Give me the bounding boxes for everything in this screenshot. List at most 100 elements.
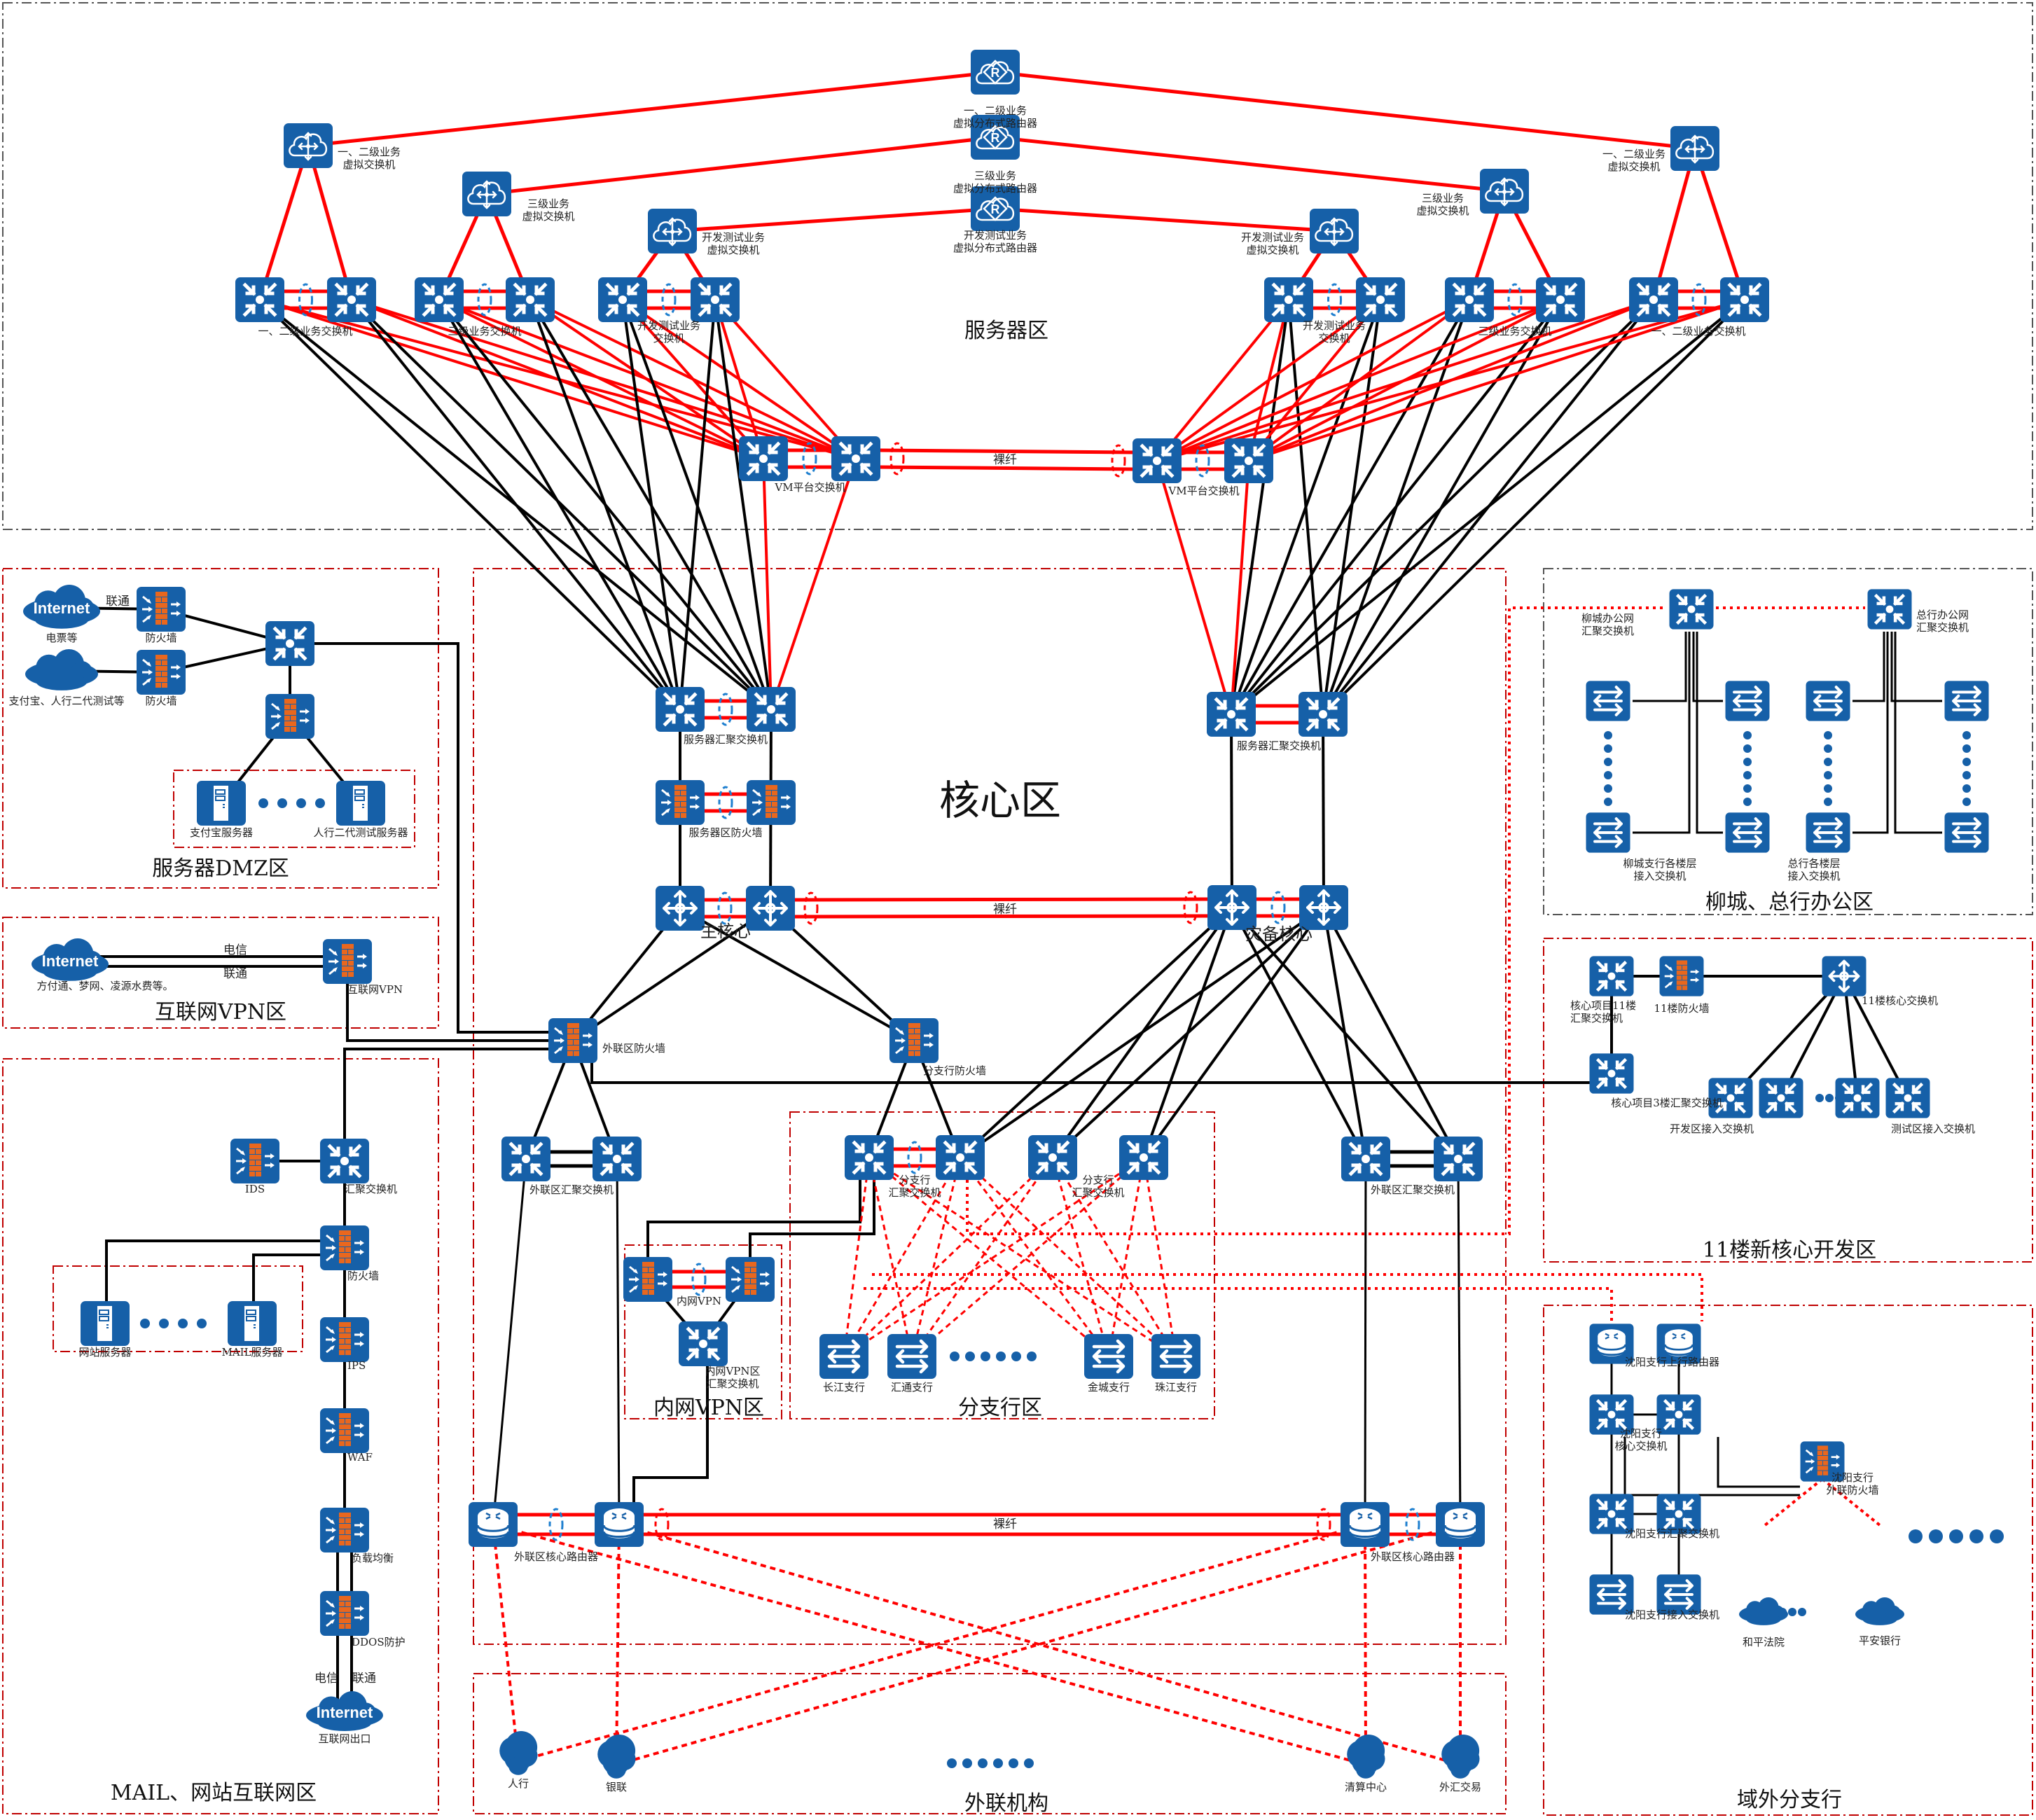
branch-link: [1142, 1157, 1177, 1357]
aggregation-switch-icon[interactable]: [1629, 277, 1678, 322]
aggregation-switch-icon[interactable]: [1720, 277, 1769, 322]
aggregation-switch-icon[interactable]: [1657, 1394, 1701, 1435]
aggregation-switch-icon[interactable]: [598, 277, 647, 322]
aggregation-switch-icon[interactable]: [327, 277, 376, 322]
core-router-icon[interactable]: [746, 886, 795, 931]
firewall-icon[interactable]: [747, 780, 796, 825]
aggregation-switch-icon[interactable]: [1670, 589, 1714, 630]
aggregation-switch-icon[interactable]: [1590, 956, 1634, 996]
firewall-icon[interactable]: [656, 780, 705, 825]
aggregation-switch-icon[interactable]: [1207, 692, 1256, 737]
access-switch-icon[interactable]: [1806, 681, 1850, 721]
aggregation-switch-icon[interactable]: [506, 277, 555, 322]
firewall-icon[interactable]: [137, 650, 186, 695]
server-icon[interactable]: [228, 1301, 277, 1346]
aggregation-switch-icon[interactable]: [1868, 589, 1912, 630]
aggregation-switch-icon[interactable]: [1133, 438, 1182, 483]
server-icon[interactable]: [81, 1301, 130, 1346]
aggregation-switch-icon[interactable]: [1299, 692, 1348, 737]
firewall-icon[interactable]: [230, 1139, 279, 1183]
aggregation-switch-icon[interactable]: [1759, 1078, 1803, 1118]
router-icon[interactable]: [1341, 1502, 1390, 1547]
firewall-icon[interactable]: [323, 939, 372, 984]
access-switch-icon[interactable]: [1084, 1334, 1133, 1379]
firewall-icon[interactable]: [889, 1018, 939, 1063]
aggregation-switch-icon[interactable]: [320, 1139, 369, 1183]
access-switch-icon[interactable]: [1726, 681, 1770, 721]
aggregation-switch-icon[interactable]: [656, 687, 705, 732]
access-switch-icon[interactable]: [887, 1334, 936, 1379]
aggregation-switch-icon[interactable]: [235, 277, 284, 322]
aggregation-switch-icon[interactable]: [501, 1137, 550, 1181]
aggregation-switch-icon[interactable]: [679, 1321, 728, 1366]
server-icon[interactable]: [197, 781, 246, 826]
firewall-icon[interactable]: [320, 1508, 369, 1552]
core-link: [1322, 907, 1367, 1160]
firewall-icon[interactable]: [265, 694, 314, 739]
access-switch-icon[interactable]: [1726, 812, 1770, 853]
aggregation-switch-icon[interactable]: [1536, 277, 1585, 322]
firewall-icon[interactable]: [548, 1018, 597, 1063]
firewall-icon[interactable]: [320, 1591, 369, 1636]
vpn-fw-label: 互联网VPN: [347, 983, 403, 996]
uplink: [1230, 299, 1290, 715]
core-router-icon[interactable]: [656, 886, 705, 931]
aggregation-switch-icon[interactable]: [593, 1137, 642, 1181]
aggregation-switch-icon[interactable]: [1119, 1135, 1168, 1180]
branch-link: [910, 1157, 1054, 1357]
aggregation-switch-icon[interactable]: [691, 277, 740, 322]
virtual-switch-icon[interactable]: [648, 209, 697, 253]
aggregation-switch-icon[interactable]: [1028, 1135, 1077, 1180]
firewall-icon[interactable]: [1659, 956, 1704, 996]
ivpn-link: [749, 1180, 875, 1257]
firewall-icon[interactable]: [320, 1225, 369, 1270]
virtual-switch-icon[interactable]: [1670, 126, 1719, 171]
router-icon[interactable]: [1436, 1502, 1485, 1547]
aggregation-switch-icon[interactable]: [747, 687, 796, 732]
server-icon[interactable]: [336, 781, 385, 826]
router-icon[interactable]: [469, 1502, 518, 1547]
access-switch-icon[interactable]: [1945, 812, 1989, 853]
aggregation-switch-icon[interactable]: [1886, 1078, 1930, 1118]
aggregation-switch-icon[interactable]: [1356, 277, 1405, 322]
remote-branch-zone-box: [1543, 1305, 2033, 1816]
access-switch-icon[interactable]: [819, 1334, 868, 1379]
aggregation-switch-icon[interactable]: [265, 621, 314, 666]
aggregation-switch-icon[interactable]: [1264, 277, 1313, 322]
virtual-switch-icon[interactable]: [284, 123, 333, 168]
dev-access-label: 开发区接入交换机: [1670, 1123, 1754, 1135]
virtual-switch-icon[interactable]: [1310, 209, 1359, 253]
aggregation-switch-icon[interactable]: [1341, 1137, 1390, 1181]
firewall-icon[interactable]: [726, 1257, 775, 1302]
aggregation-switch-icon[interactable]: [1590, 1053, 1634, 1094]
aggregation-switch-icon[interactable]: [936, 1135, 985, 1180]
core-router-icon[interactable]: [1299, 885, 1348, 930]
virtual-switch-icon[interactable]: [1480, 169, 1529, 214]
aggregation-switch-icon[interactable]: [1224, 438, 1273, 483]
aggregation-switch-icon[interactable]: [845, 1135, 894, 1180]
aggregation-switch-icon[interactable]: [1434, 1137, 1483, 1181]
access-switch-icon[interactable]: [1945, 681, 1989, 721]
aggregation-switch-icon[interactable]: [831, 436, 880, 481]
virtual-switch-icon[interactable]: [462, 172, 511, 216]
access-switch-icon[interactable]: [1586, 812, 1630, 853]
core-link: [572, 907, 772, 1042]
firewall-icon[interactable]: [320, 1317, 369, 1362]
bare-fiber: [794, 897, 1208, 902]
office-link: [1633, 632, 1687, 702]
aggregation-switch-icon[interactable]: [415, 277, 464, 322]
firewall-icon[interactable]: [137, 587, 186, 632]
uplink: [438, 298, 681, 711]
core-router-icon[interactable]: [1822, 956, 1867, 996]
virtual-link: [995, 207, 1335, 233]
virtual-router-icon[interactable]: [971, 50, 1020, 95]
aggregation-switch-icon[interactable]: [1445, 277, 1494, 322]
firewall-icon[interactable]: [320, 1408, 369, 1453]
access-switch-icon[interactable]: [1586, 681, 1630, 721]
access-switch-icon[interactable]: [1806, 812, 1850, 853]
core-router-icon[interactable]: [1207, 885, 1256, 930]
firewall-icon[interactable]: [623, 1257, 672, 1302]
aggregation-switch-icon[interactable]: [739, 436, 788, 481]
access-switch-icon[interactable]: [1151, 1334, 1200, 1379]
router-icon[interactable]: [595, 1502, 644, 1547]
